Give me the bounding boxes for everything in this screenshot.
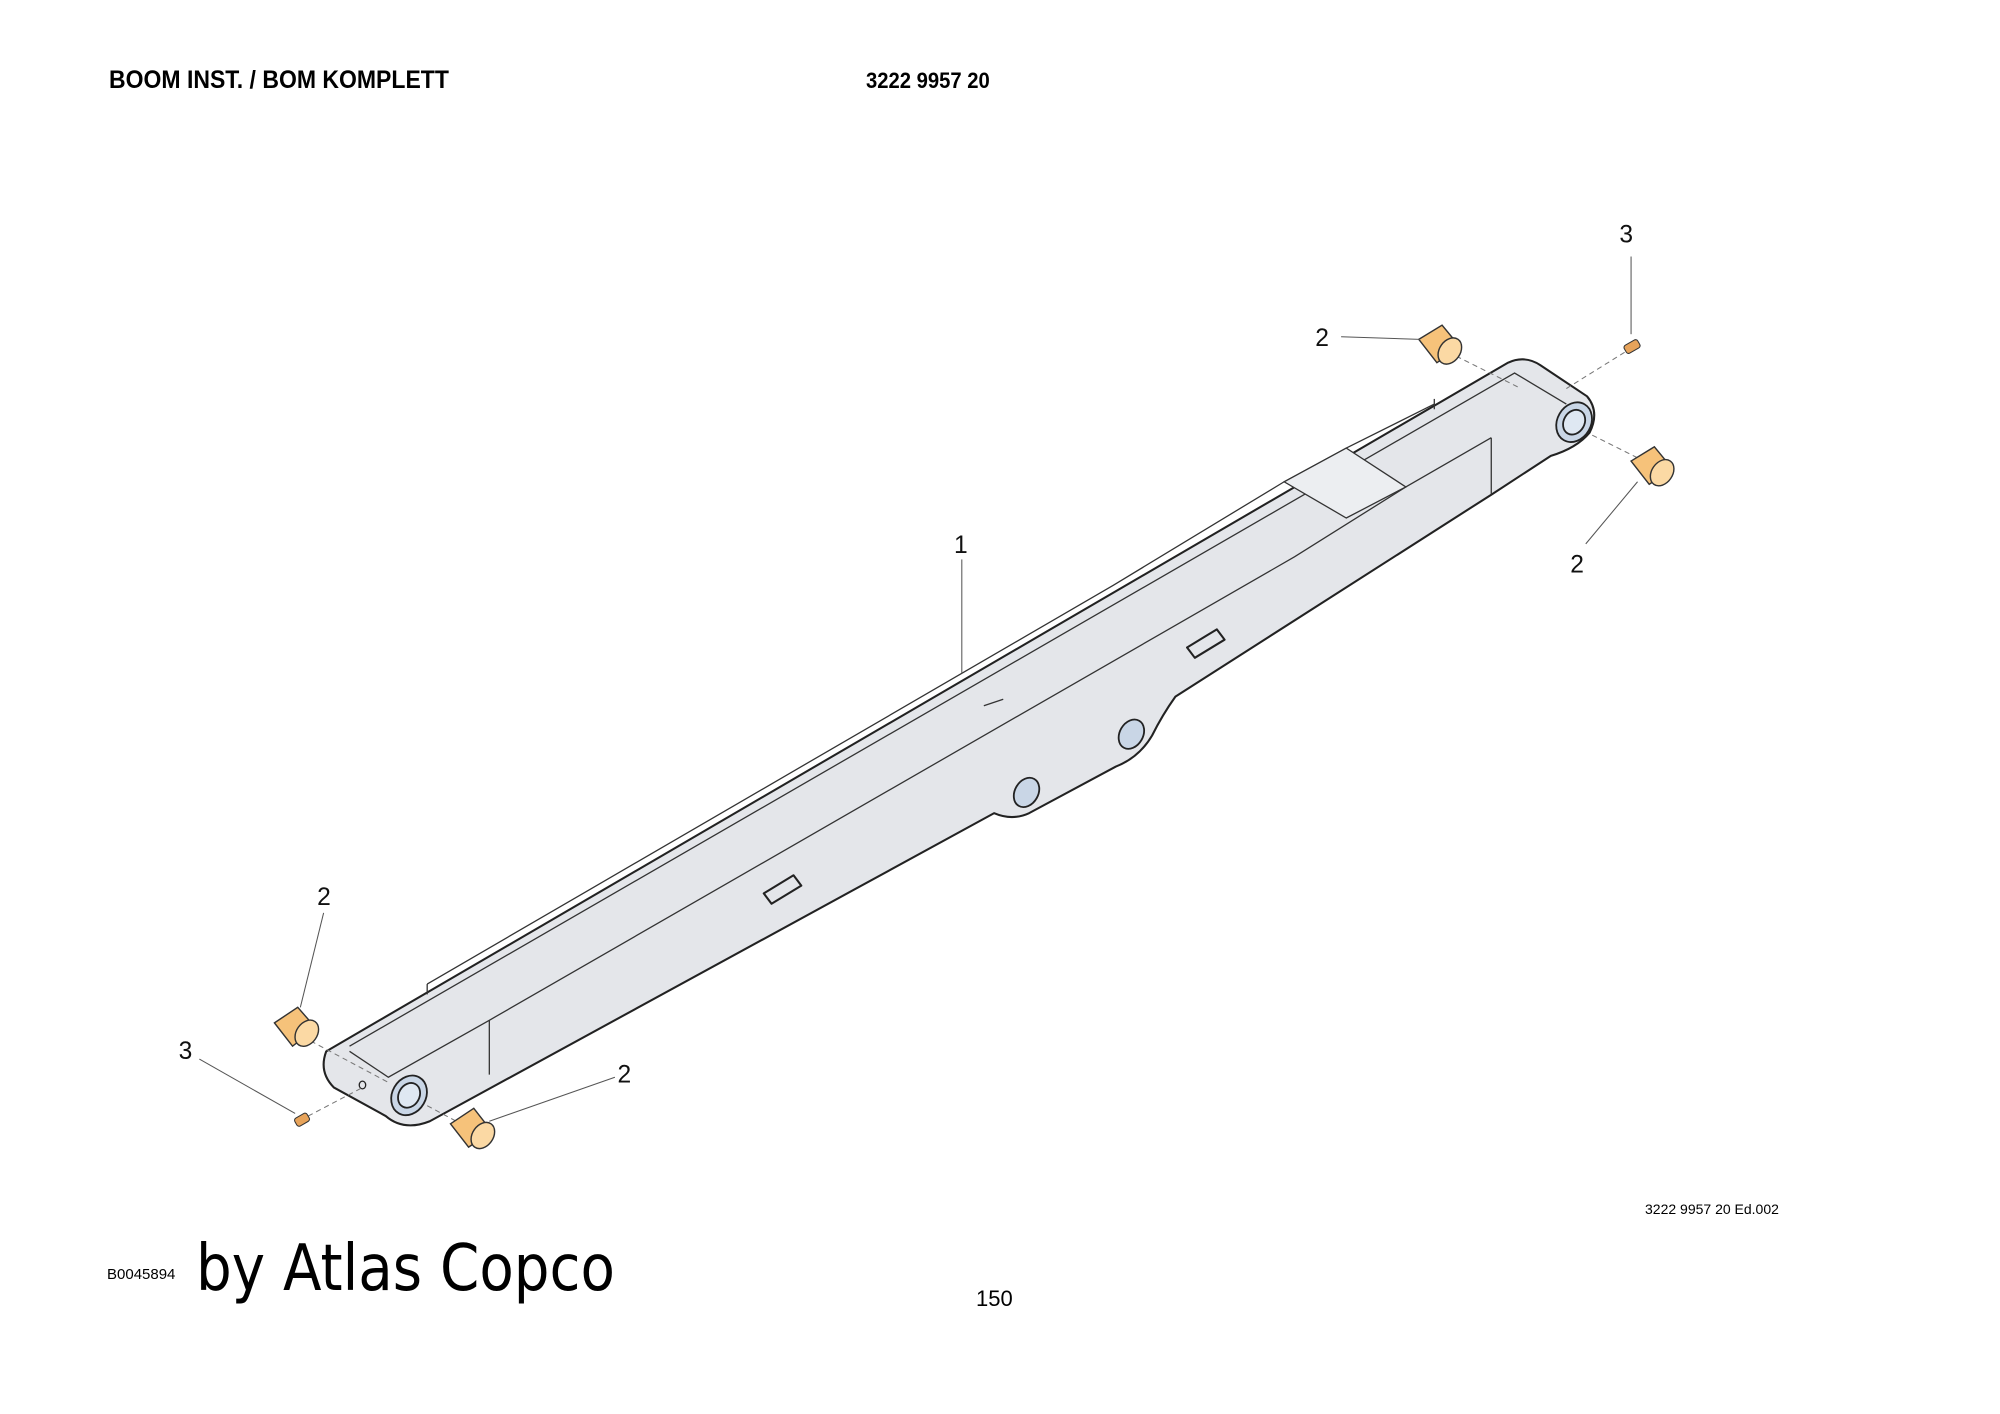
mount-hole: [1012, 776, 1041, 809]
boom-part-1: [322, 358, 1596, 1127]
callout-3: 3: [179, 1038, 193, 1065]
callout-1: 1: [954, 532, 968, 559]
part-number: 3222 9957 20: [866, 68, 990, 93]
byline: by Atlas Copco: [196, 1232, 615, 1306]
bracket-plate: [1186, 628, 1226, 659]
callout-2: 2: [617, 1061, 631, 1088]
bushing: [449, 1107, 496, 1150]
bracket-plate: [762, 874, 803, 905]
page-number: 150: [976, 1286, 1013, 1311]
bushing: [1630, 445, 1675, 487]
drawing-code: B0045894: [107, 1266, 176, 1283]
callout-2: 2: [1315, 325, 1329, 352]
grease-nipple: [294, 1112, 311, 1127]
callout-2: 2: [317, 884, 331, 911]
callout-2: 2: [1570, 551, 1584, 578]
callout-3: 3: [1619, 221, 1633, 248]
bushing: [273, 1006, 320, 1048]
page-title: BOOM INST. / BOM KOMPLETT: [109, 66, 449, 94]
mount-hole: [1117, 718, 1146, 750]
bushing: [1417, 324, 1463, 365]
edition-reference: 3222 9957 20 Ed.002: [1645, 1201, 1779, 1217]
grease-nipple: [1623, 339, 1641, 354]
